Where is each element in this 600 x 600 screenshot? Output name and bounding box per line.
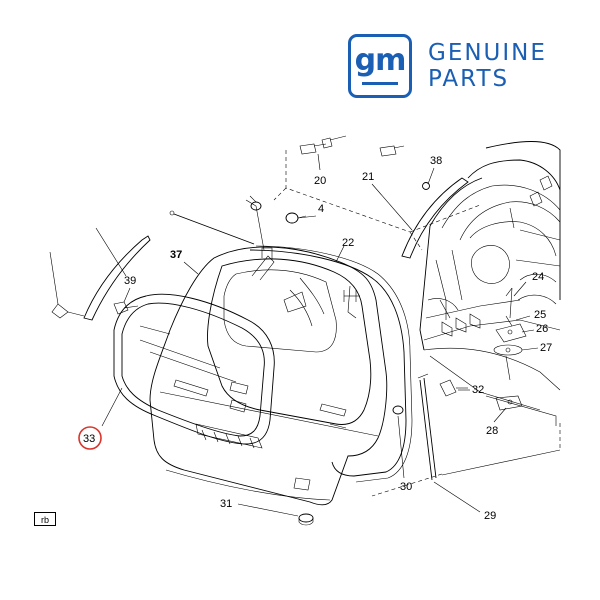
callout-22: 22 — [342, 237, 354, 249]
callout-30: 30 — [400, 481, 412, 493]
part-32-bumper — [439, 379, 468, 397]
gm-logo: gm — [348, 34, 412, 98]
logo-parts-text: PARTS — [428, 66, 510, 92]
callout-28: 28 — [486, 425, 498, 437]
callout-31: 31 — [220, 498, 232, 510]
callout-4: 4 — [318, 203, 324, 215]
part-39-bolt — [113, 301, 139, 315]
callout-37: 37 — [170, 249, 182, 261]
part-21-molding — [401, 177, 469, 259]
liftgate-assembly — [149, 246, 388, 506]
logo-genuine-text: GENUINE — [428, 40, 547, 66]
callout-33: 33 — [83, 433, 95, 445]
part-4-clips — [245, 195, 307, 251]
left-molding — [51, 235, 151, 321]
part-30-grommet — [392, 405, 404, 415]
part-38-pin — [422, 182, 430, 190]
callout-21: 21 — [362, 171, 374, 183]
liftgate-glass-33 — [113, 293, 275, 445]
callout-38: 38 — [430, 155, 442, 167]
callout-32: 32 — [472, 384, 484, 396]
part-31-pad — [298, 513, 314, 526]
gas-rod — [169, 210, 255, 245]
callout-labels: 20 4 38 21 37 22 39 24 25 26 27 32 28 30… — [78, 155, 552, 522]
part-20-bolts — [299, 135, 405, 157]
corner-tag: rb — [34, 512, 56, 526]
part-24-screw — [505, 287, 513, 319]
vehicle-body-outline — [419, 141, 561, 476]
callout-27: 27 — [540, 342, 552, 354]
callout-29: 29 — [484, 510, 496, 522]
callout-24: 24 — [532, 271, 544, 283]
leader-lines — [49, 153, 539, 517]
weatherstrip-22 — [249, 245, 413, 483]
gm-logo-letters: gm — [354, 43, 407, 78]
part-25-26-latch — [495, 315, 527, 343]
gm-logo-underline — [362, 82, 398, 85]
callout-26: 26 — [536, 323, 548, 335]
callout-33-highlight-ring — [78, 426, 102, 450]
part-29-gas-strut — [417, 373, 437, 481]
part-27-plate — [493, 344, 523, 381]
callout-39: 39 — [124, 275, 136, 287]
part-28-striker — [495, 395, 523, 411]
callout-20: 20 — [314, 175, 326, 187]
callout-25: 25 — [534, 309, 546, 321]
